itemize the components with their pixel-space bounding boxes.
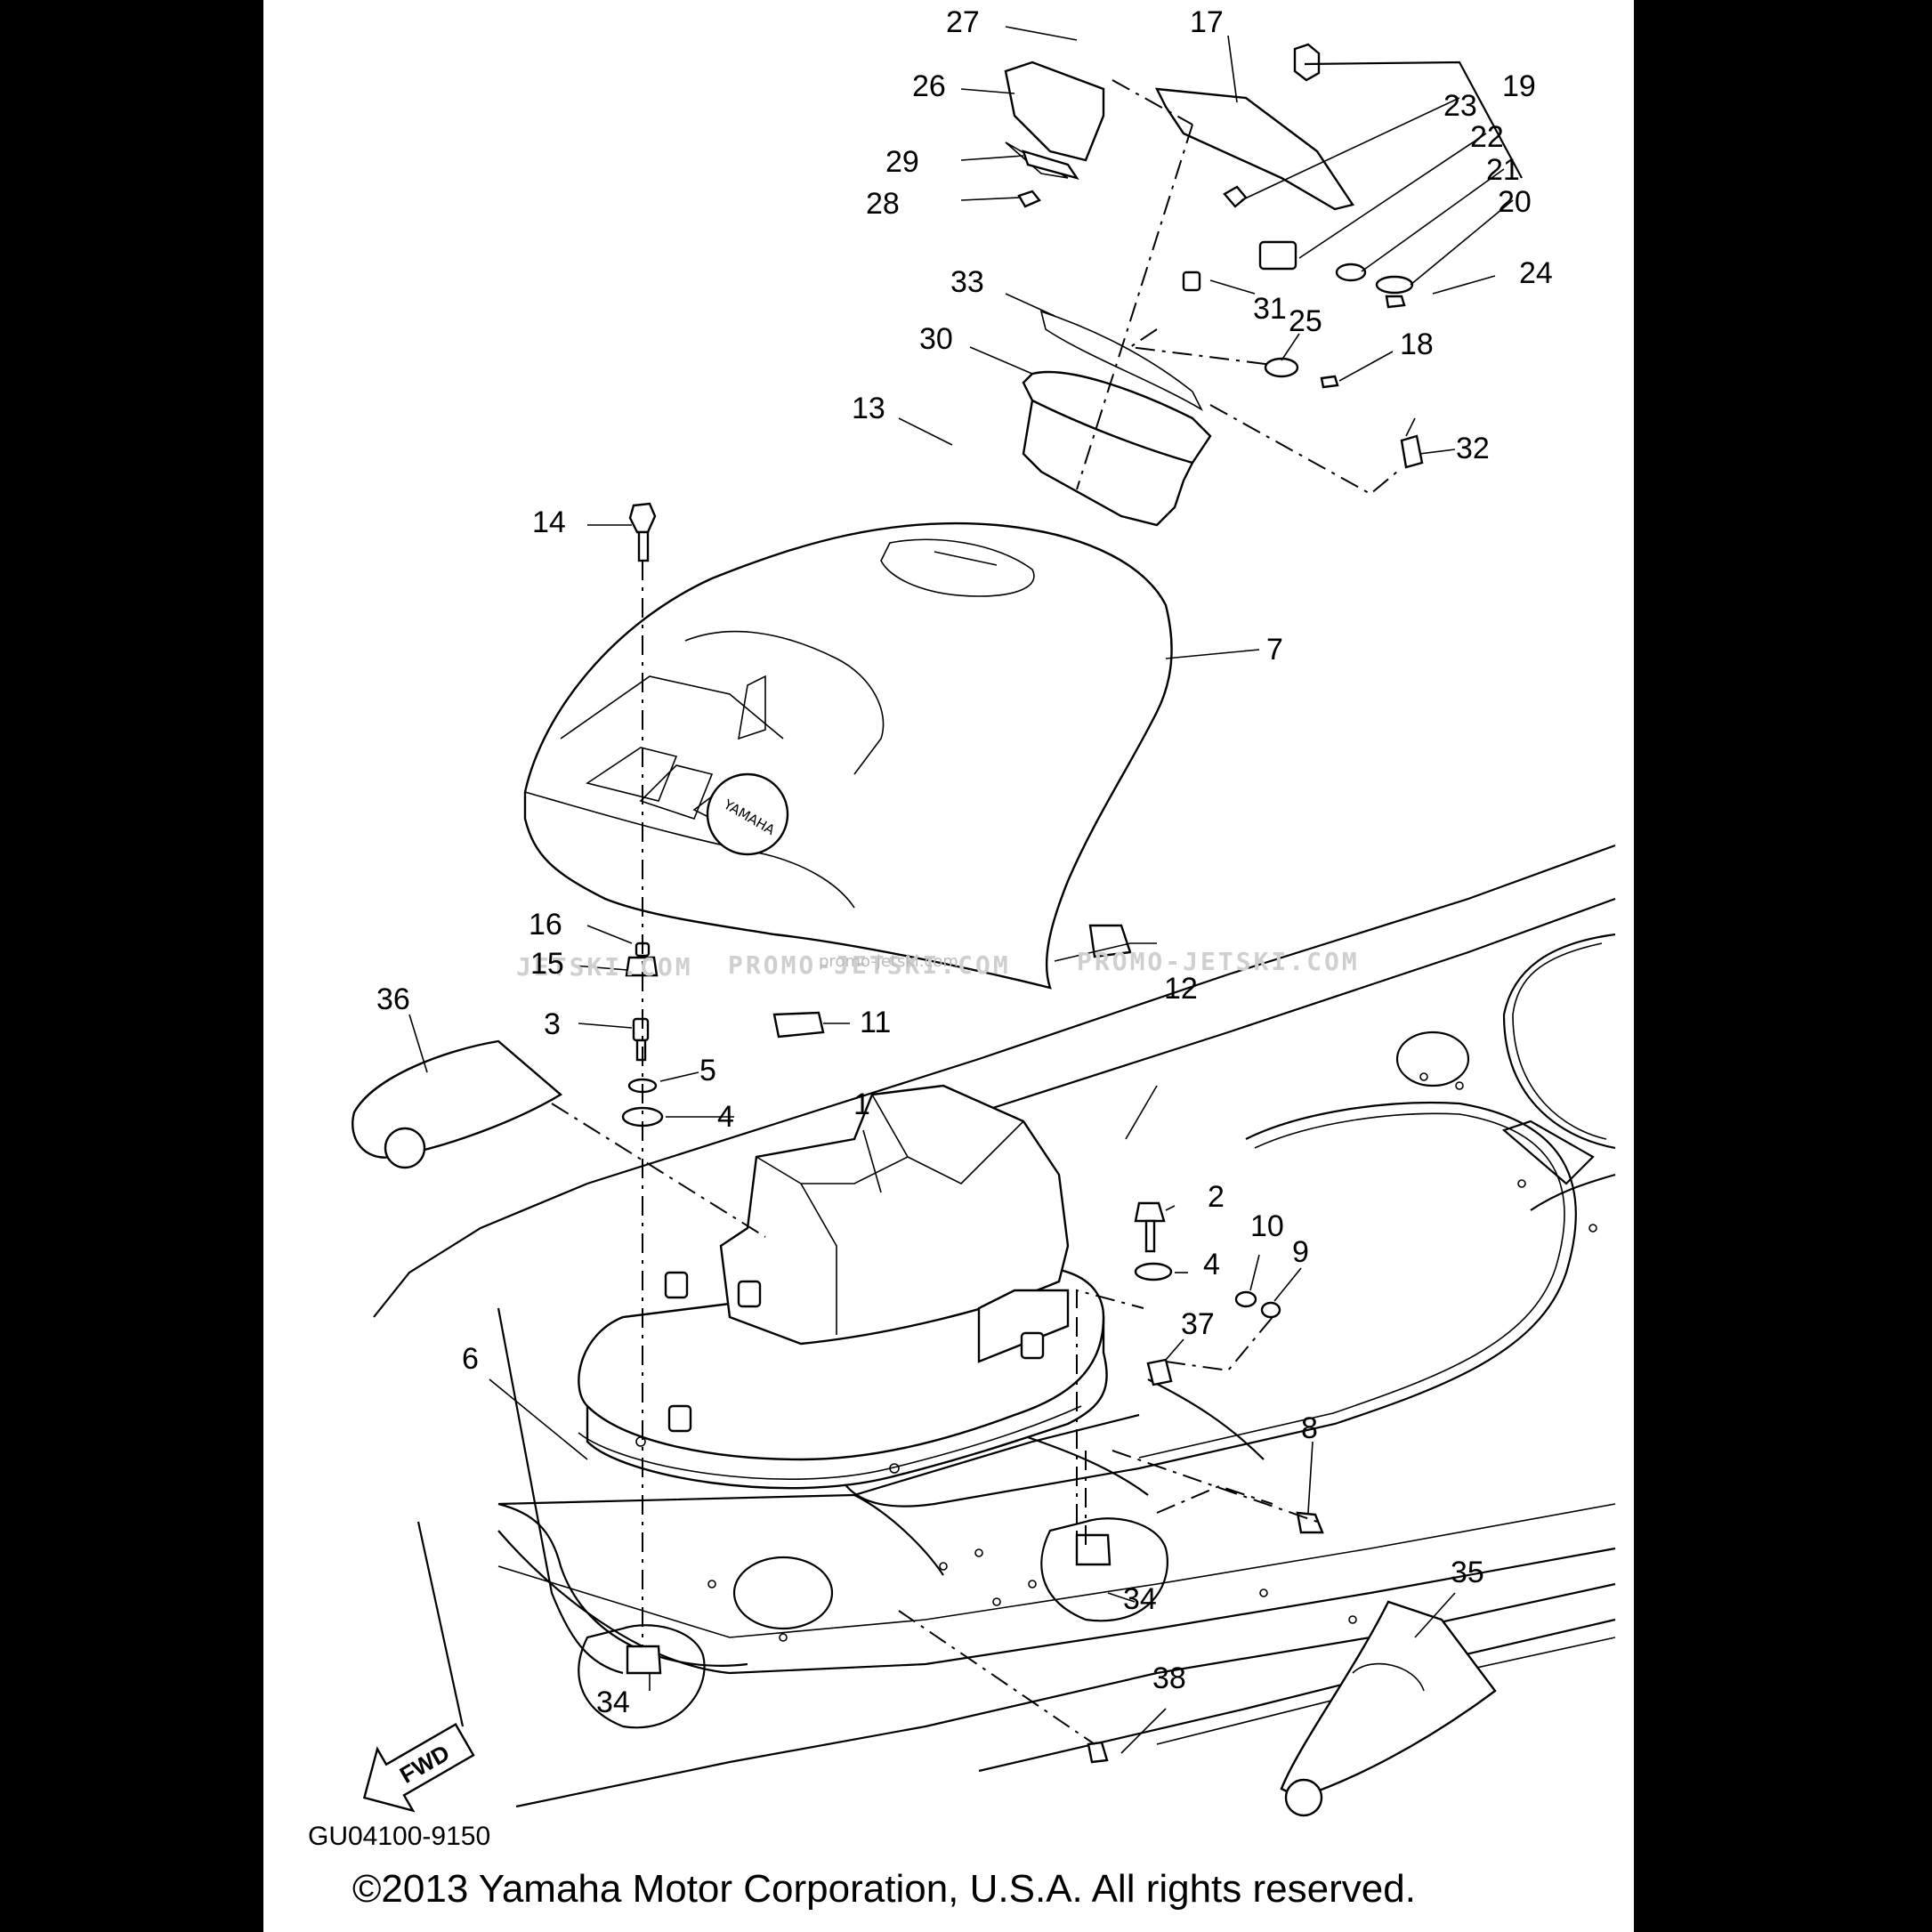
callout-4b: 4 — [1203, 1248, 1220, 1281]
callout-14: 14 — [532, 505, 566, 539]
callout-10: 10 — [1250, 1209, 1284, 1243]
callout-18: 18 — [1400, 327, 1434, 361]
callout-21: 21 — [1486, 153, 1520, 187]
callout-20: 20 — [1498, 185, 1532, 219]
callout-5: 5 — [699, 1054, 716, 1087]
callout-19: 19 — [1502, 69, 1536, 103]
yamaha-emblem — [706, 772, 789, 856]
callout-6: 6 — [462, 1342, 479, 1376]
fastener-stack — [621, 502, 1324, 1764]
callout-34b: 34 — [596, 1685, 630, 1719]
callout-2: 2 — [1208, 1180, 1225, 1214]
callout-33: 33 — [950, 265, 984, 299]
callout-32: 32 — [1456, 432, 1490, 465]
watermark-right: PROMO-JETSKI.COM — [1077, 947, 1360, 976]
callout-17: 17 — [1190, 5, 1224, 39]
watermark-small: promo-jetski.com — [819, 952, 958, 971]
callout-28: 28 — [866, 187, 900, 221]
storage-bucket — [1022, 310, 1212, 527]
callout-16: 16 — [529, 908, 562, 942]
callout-12: 12 — [1164, 972, 1198, 1006]
callout-24: 24 — [1519, 256, 1553, 290]
storage-box — [578, 1084, 1108, 1490]
callout-9: 9 — [1292, 1235, 1309, 1269]
vents-and-clips — [352, 924, 1497, 1817]
callout-35: 35 — [1451, 1556, 1484, 1589]
callout-11: 11 — [860, 1006, 891, 1039]
callout-8: 8 — [1301, 1411, 1318, 1445]
hull-deck — [373, 844, 1616, 1808]
callout-38: 38 — [1152, 1661, 1186, 1695]
diagram-code: GU04100-9150 — [308, 1822, 491, 1851]
callout-27: 27 — [946, 5, 980, 39]
callout-7: 7 — [1266, 633, 1283, 667]
fwd-arrow: FWD — [362, 1723, 475, 1813]
callout-30: 30 — [919, 322, 953, 356]
callout-26: 26 — [912, 69, 946, 103]
callout-36: 36 — [376, 982, 410, 1016]
callout-29: 29 — [885, 145, 919, 179]
callout-23: 23 — [1443, 89, 1477, 123]
leader-lines — [408, 26, 1523, 1754]
callout-labels: 27 17 26 19 23 22 29 21 28 20 24 33 31 2… — [376, 5, 1553, 1719]
callout-31: 31 — [1253, 292, 1287, 326]
callout-34a: 34 — [1123, 1582, 1157, 1616]
copyright-notice: ©2013 Yamaha Motor Corporation, U.S.A. A… — [352, 1867, 1416, 1911]
latch-assembly — [1004, 43, 1424, 469]
front-hatch-cover: YAMAHA — [523, 521, 1173, 990]
callout-3: 3 — [544, 1007, 561, 1041]
rivet-holes — [707, 1072, 1597, 1642]
callout-22: 22 — [1470, 120, 1504, 154]
callout-37: 37 — [1181, 1307, 1215, 1341]
callout-15: 15 — [530, 947, 564, 981]
watermark-left: JETSKI.COM — [516, 952, 693, 982]
watermark: JETSKI.COM PROMO-JETSKI.COM PROMO-JETSKI… — [516, 947, 1360, 982]
callout-1: 1 — [853, 1087, 870, 1121]
watermark-mid: PROMO-JETSKI.COM — [728, 950, 1011, 980]
callout-4a: 4 — [717, 1100, 734, 1134]
callout-25: 25 — [1289, 304, 1322, 338]
callout-13: 13 — [852, 392, 885, 425]
